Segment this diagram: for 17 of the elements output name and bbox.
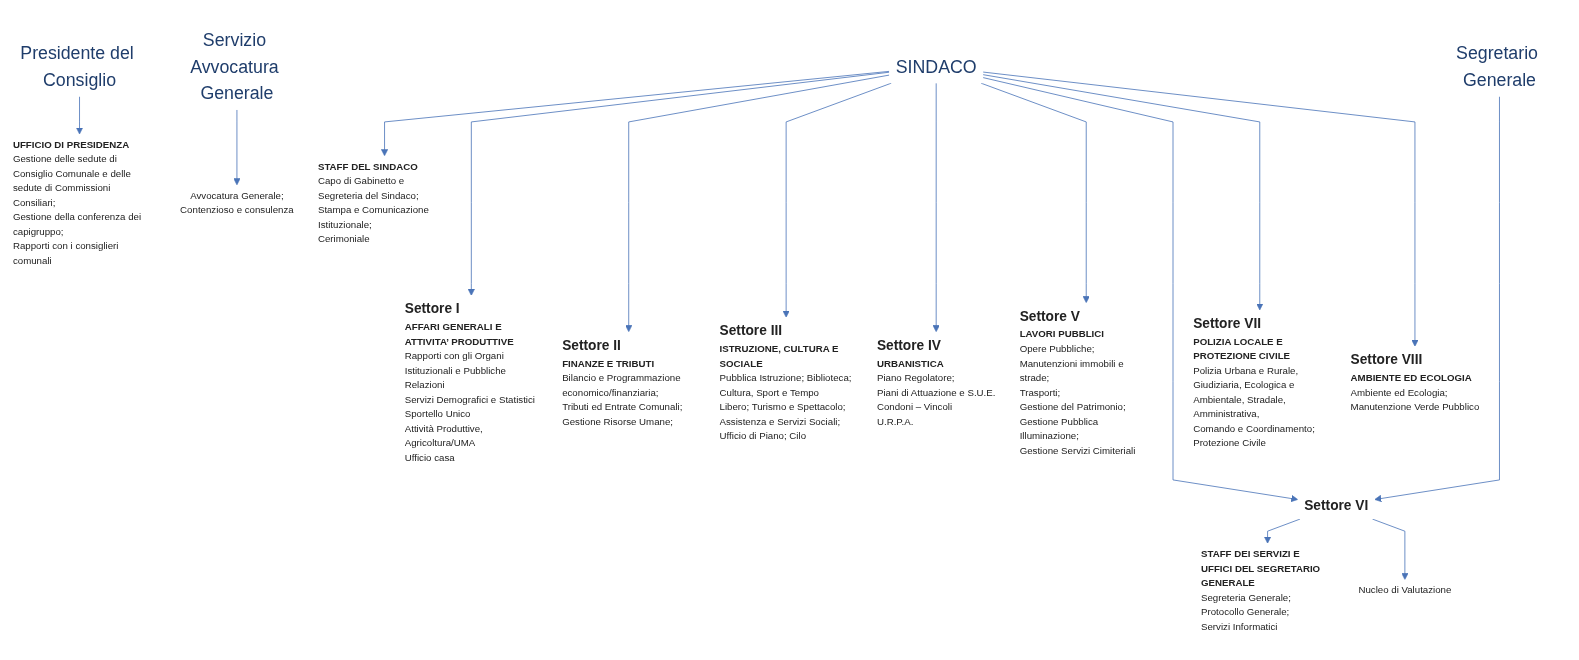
node-text: Settore IV URBANISTICA Piano Regolatore; Piani di Attuazione e S.U.E. Condoni – Vincoli U.R.P.A.	[876, 337, 996, 427]
node-text: Servizio Avvocatura Generale	[190, 29, 279, 104]
node-text: UFFICIO DI PRESIDENZA Gestione delle sedute di Consiglio Comunale e delle sedute di Commissioni Consiliari; Gestione della conferenza dei capigruppo; Rapporti con i consiglieri comunali	[12, 138, 142, 267]
node-text: Avvocatura Generale; Contenzioso e consulenza	[180, 189, 294, 216]
node-text: Settore VI	[1304, 497, 1369, 513]
node-text: Presidente del Consiglio	[20, 43, 134, 90]
node-text: Settore VII POLIZIA LOCALE E PROTEZIONE CIVILE Polizia Urbana e Rurale, Giudiziaria, Ecologica e Ambientale, Stradale, Amministrativa, Comando e Coordinamento; Protezione Civile	[1193, 315, 1315, 449]
node-text: Settore II FINANZE E TRIBUTI Bilancio e Programmazione economico/finanziaria; Tributi ed Entrate Comunali; Gestione Risorse Umane;	[562, 337, 683, 427]
node-text: STAFF DEL SINDACO Capo di Gabinetto e Segreteria del Sindaco; Stampa e Comunicazione Istituzionale; Cerimoniale	[317, 160, 429, 245]
node-text: Settore VIII AMBIENTE ED ECOLOGIA Ambiente ed Ecologia; Manutenzione Verde Pubblico	[1350, 351, 1480, 412]
node-text: Nucleo di Valutazione	[1358, 584, 1452, 596]
node-text: Segretario Generale	[1456, 43, 1538, 90]
node-text: STAFF DEI SERVIZI E UFFICI DEL SEGRETARIO GENERALE Segreteria Generale; Protocollo Generale; Servizi Informatici	[1200, 547, 1321, 632]
node-text: Settore V LAVORI PUBBLICI Opere Pubbliche; Manutenzioni immobili e strade; Trasporti; Gestione del Patrimonio; Gestione Pubblica Illuminazione; Gestione Servizi Cimiteriali	[1019, 308, 1136, 456]
node-text: Settore I AFFARI GENERALI E ATTIVITA’ PRODUTTIVE Rapporti con gli Organi Istituzionali e Pubbliche Relazioni Servizi Demografici e Statistici Sportello Unico Attività Produttive, Agricoltura/UMA Ufficio casa	[404, 300, 536, 463]
node-text: Settore III ISTRUZIONE, CULTURA E SOCIALE Pubblica Istruzione; Biblioteca; Cultura, Sport e Tempo Libero; Turismo e Spettacolo; Assistenza e Servizi Sociali; Ufficio di Piano; Cilo	[719, 322, 852, 441]
node-text: SINDACO	[895, 56, 977, 77]
